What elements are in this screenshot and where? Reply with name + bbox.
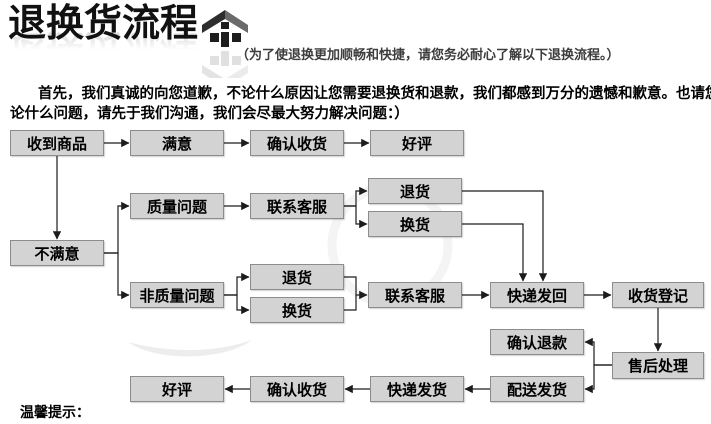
flow-node-confirm-receipt-top: 确认收货 bbox=[250, 130, 344, 156]
watermark-swoosh bbox=[128, 340, 252, 357]
flow-edge-after-sale-to-dispatch-goods bbox=[584, 364, 612, 394]
flow-edge-contact-service-quality-to-exchange-quality bbox=[344, 205, 368, 229]
flow-node-good-review-bottom: 好评 bbox=[130, 376, 224, 402]
flow-edge-unsatisfied-to-quality-issue bbox=[104, 201, 130, 254]
intro-paragraph: 首先，我们真诚的向您道歉，不论什么原因让您需要退换货和退款，我们都感到万分的遗憾… bbox=[10, 84, 711, 124]
flow-edge-non-quality-issue-to-exchange-nonquality bbox=[224, 294, 250, 315]
flow-node-good-review-top: 好评 bbox=[370, 130, 464, 156]
flow-edge-return-quality-to-express-return bbox=[462, 190, 548, 282]
flow-edge-return-nonquality-to-contact-service-nonquality bbox=[344, 276, 368, 300]
flow-edge-non-quality-issue-to-return-nonquality bbox=[224, 272, 250, 296]
flow-node-after-sale: 售后处理 bbox=[612, 352, 704, 379]
flow-node-confirm-refund: 确认退款 bbox=[490, 329, 584, 355]
house-icon bbox=[202, 10, 248, 78]
tip-label: 温馨提示： bbox=[20, 405, 90, 421]
page-title: 退换货流程 bbox=[8, 1, 199, 45]
intro-line: 论什么问题，请先于我们沟通，我们会尽最大努力解决问题：） bbox=[10, 106, 409, 122]
flow-node-non-quality-issue: 非质量问题 bbox=[130, 282, 224, 308]
flow-edge-exchange-quality-to-express-return bbox=[462, 223, 528, 282]
flow-edge-exchange-nonquality-to-merge-junction bbox=[344, 295, 357, 311]
intro-line: 首先，我们真诚的向您道歉，不论什么原因让您需要退换货和退款，我们都感到万分的遗憾… bbox=[38, 86, 711, 102]
flow-node-contact-service-quality: 联系客服 bbox=[250, 193, 344, 219]
flow-node-return-quality: 退货 bbox=[368, 178, 462, 204]
flow-node-express-return: 快递发回 bbox=[490, 282, 584, 308]
header-subtitle: （为了使退换更加顺畅和快捷，请您务必耐心了解以下退换流程。） bbox=[236, 48, 620, 63]
flow-node-dispatch-goods: 配送发货 bbox=[490, 376, 584, 402]
flow-node-quality-issue: 质量问题 bbox=[130, 193, 224, 219]
flow-node-confirm-receipt-bottom: 确认收货 bbox=[250, 376, 344, 402]
flow-node-exchange-nonquality: 换货 bbox=[250, 297, 344, 323]
flow-edge-after-sale-to-confirm-refund bbox=[584, 337, 612, 366]
flow-node-exchange-quality: 换货 bbox=[368, 211, 462, 237]
flow-node-satisfied: 满意 bbox=[130, 130, 224, 156]
flow-node-return-nonquality: 退货 bbox=[250, 264, 344, 290]
flow-node-receipt-register: 收货登记 bbox=[612, 282, 704, 308]
flow-node-contact-service-nonquality: 联系客服 bbox=[368, 282, 462, 308]
flow-node-received: 收到商品 bbox=[10, 130, 104, 156]
flow-node-express-send: 快递发货 bbox=[370, 376, 464, 402]
page-title-group: 退换货流程 退换货流程 bbox=[8, 1, 199, 71]
flow-edge-unsatisfied-to-non-quality-issue bbox=[104, 252, 130, 300]
flow-node-unsatisfied: 不满意 bbox=[10, 240, 104, 266]
